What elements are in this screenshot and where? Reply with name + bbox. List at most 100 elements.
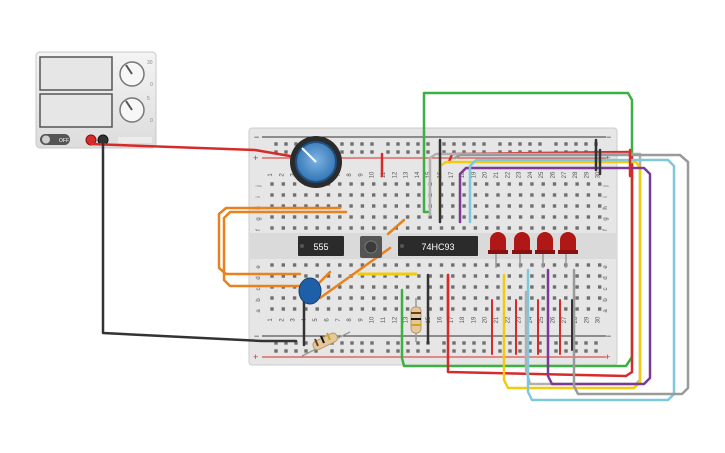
hole-g2[interactable] — [281, 215, 285, 219]
rail-hole-3-7[interactable] — [340, 349, 344, 353]
rail-hole-3-21[interactable] — [498, 349, 502, 353]
rail-hole-0-9[interactable] — [360, 142, 364, 146]
rail-hole-1-10[interactable] — [370, 150, 374, 154]
hole-i17[interactable] — [451, 193, 455, 197]
hole-h2[interactable] — [281, 204, 285, 208]
rail-hole-2-9[interactable] — [360, 341, 364, 345]
hole-j1[interactable] — [270, 182, 274, 186]
hole-e9[interactable] — [360, 263, 365, 267]
hole-f7[interactable] — [338, 226, 342, 230]
hole-c12[interactable] — [394, 285, 398, 289]
rail-hole-2-24[interactable] — [528, 341, 532, 345]
rail-hole-0-8[interactable] — [350, 142, 354, 146]
hole-e13[interactable] — [405, 263, 410, 267]
rail-hole-0-23[interactable] — [518, 142, 522, 146]
hole-e1[interactable] — [270, 263, 274, 267]
rail-hole-2-8[interactable] — [350, 341, 354, 345]
hole-a21[interactable] — [496, 307, 500, 311]
rail-hole-0-21[interactable] — [498, 142, 502, 146]
hole-g15[interactable] — [428, 215, 432, 219]
hole-f8[interactable] — [349, 226, 353, 230]
hole-e2[interactable] — [281, 263, 285, 267]
hole-e6[interactable] — [326, 263, 331, 267]
hole-b30[interactable] — [598, 296, 602, 300]
hole-i27[interactable] — [564, 193, 568, 197]
hole-f11[interactable] — [383, 226, 387, 230]
hole-g16[interactable] — [439, 215, 444, 219]
rail-hole-0-13[interactable] — [406, 142, 410, 146]
hole-i9[interactable] — [360, 193, 365, 197]
rail-hole-1-12[interactable] — [396, 150, 400, 154]
rail-hole-3-15[interactable] — [426, 349, 430, 353]
hole-b22[interactable] — [507, 296, 511, 300]
hole-b10[interactable] — [372, 296, 376, 300]
rail-hole-2-28[interactable] — [574, 341, 578, 345]
hole-d3[interactable] — [292, 274, 297, 278]
hole-i13[interactable] — [405, 193, 410, 197]
rail-hole-0-25[interactable] — [538, 142, 542, 146]
hole-i28[interactable] — [575, 193, 579, 197]
timing-resistor[interactable] — [301, 331, 351, 357]
hole-f24[interactable] — [530, 226, 534, 230]
wire-yellow-loop[interactable] — [438, 160, 642, 390]
hole-i24[interactable] — [530, 193, 534, 197]
rail-hole-3-16[interactable] — [442, 349, 446, 353]
hole-i29[interactable] — [586, 193, 591, 197]
hole-a23[interactable] — [518, 307, 523, 311]
hole-i21[interactable] — [496, 193, 500, 197]
hole-g28[interactable] — [575, 215, 579, 219]
rail-hole-2-7[interactable] — [340, 341, 344, 345]
hole-i1[interactable] — [270, 193, 274, 197]
hole-c9[interactable] — [360, 285, 365, 289]
hole-b14[interactable] — [417, 296, 421, 300]
hole-b28[interactable] — [575, 296, 579, 300]
hole-g9[interactable] — [360, 215, 365, 219]
hole-e28[interactable] — [575, 263, 579, 267]
hole-h26[interactable] — [552, 204, 557, 208]
hole-j26[interactable] — [552, 182, 557, 186]
hole-j29[interactable] — [586, 182, 591, 186]
hole-i3[interactable] — [292, 193, 297, 197]
hole-g7[interactable] — [338, 215, 342, 219]
rail-hole-3-24[interactable] — [528, 349, 532, 353]
hole-i10[interactable] — [372, 193, 376, 197]
hole-f4[interactable] — [304, 226, 308, 230]
hole-i30[interactable] — [598, 193, 602, 197]
hole-e17[interactable] — [451, 263, 455, 267]
hole-h21[interactable] — [496, 204, 500, 208]
rail-hole-1-16[interactable] — [442, 150, 446, 154]
hole-b16[interactable] — [439, 296, 444, 300]
hole-e20[interactable] — [485, 263, 489, 267]
hole-g13[interactable] — [405, 215, 410, 219]
hole-i16[interactable] — [439, 193, 444, 197]
hole-i25[interactable] — [541, 193, 545, 197]
rail-hole-3-19[interactable] — [472, 349, 476, 353]
rail-hole-1-13[interactable] — [406, 150, 410, 154]
led-4[interactable] — [558, 232, 578, 268]
rail-hole-1-22[interactable] — [508, 150, 512, 154]
hole-b19[interactable] — [473, 296, 478, 300]
rail-hole-3-8[interactable] — [350, 349, 354, 353]
rail-hole-0-2[interactable] — [284, 142, 288, 146]
hole-a8[interactable] — [349, 307, 353, 311]
hole-f26[interactable] — [552, 226, 557, 230]
rail-hole-2-17[interactable] — [452, 341, 456, 345]
hole-d15[interactable] — [428, 274, 432, 278]
hole-b20[interactable] — [485, 296, 489, 300]
hole-c16[interactable] — [439, 285, 444, 289]
rail-hole-2-25[interactable] — [538, 341, 542, 345]
capacitor[interactable] — [298, 277, 322, 305]
hole-i7[interactable] — [338, 193, 342, 197]
rail-hole-2-16[interactable] — [442, 341, 446, 345]
hole-h1[interactable] — [270, 204, 274, 208]
hole-h10[interactable] — [372, 204, 376, 208]
breadboard-holes[interactable] — [270, 142, 602, 353]
hole-a4[interactable] — [304, 307, 308, 311]
hole-d7[interactable] — [338, 274, 342, 278]
rail-hole-2-22[interactable] — [508, 341, 512, 345]
hole-d11[interactable] — [383, 274, 387, 278]
hole-d4[interactable] — [304, 274, 308, 278]
hole-f27[interactable] — [564, 226, 568, 230]
rail-hole-0-20[interactable] — [482, 142, 486, 146]
hole-g25[interactable] — [541, 215, 545, 219]
